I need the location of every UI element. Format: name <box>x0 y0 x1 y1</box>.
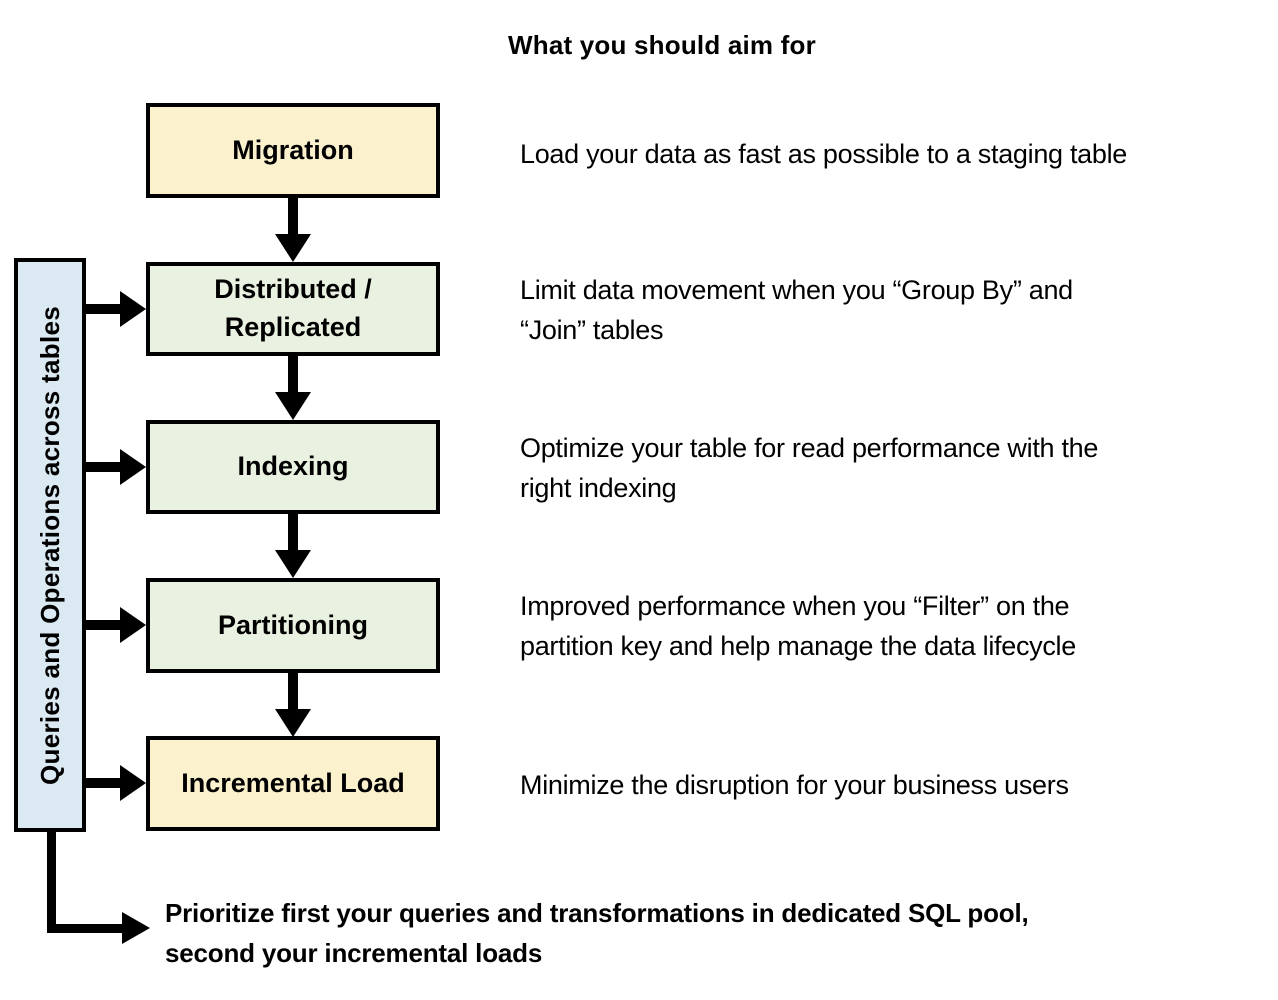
arrow-head <box>275 234 311 262</box>
arrow-stem <box>85 620 122 630</box>
arrow-right-band-to-indexing-icon <box>85 449 146 485</box>
arrow-right-band-to-incremental-icon <box>85 765 146 801</box>
arrow-head <box>275 392 311 420</box>
arrow-stem <box>288 514 298 552</box>
box-indexing-label: Indexing <box>237 451 349 482</box>
description-incremental-load: Minimize the disruption for your busines… <box>520 770 1069 800</box>
arrow-stem <box>288 673 298 711</box>
box-indexing: Indexing <box>146 420 440 514</box>
queries-operations-band-label: Queries and Operations across tables <box>34 305 65 785</box>
arrow-stem <box>85 778 122 788</box>
queries-operations-band: Queries and Operations across tables <box>14 258 86 832</box>
arrow-stem <box>288 356 298 394</box>
arrow-right-band-to-partitioning-icon <box>85 607 146 643</box>
arrow-head <box>120 449 146 485</box>
elbow-arrow-head-icon <box>122 912 150 944</box>
box-partitioning: Partitioning <box>146 578 440 673</box>
box-partitioning-label: Partitioning <box>218 609 368 640</box>
diagram-title: What you should aim for <box>508 30 816 60</box>
box-distributed-replicated: Distributed / Replicated <box>146 262 440 356</box>
box-incremental-load: Incremental Load <box>146 736 440 831</box>
arrow-head <box>120 291 146 327</box>
arrow-head <box>275 550 311 578</box>
arrow-down-indexing-to-partitioning-icon <box>275 514 311 578</box>
arrow-down-partitioning-to-incremental-icon <box>275 673 311 737</box>
box-migration: Migration <box>146 103 440 198</box>
box-migration-label: Migration <box>232 134 354 165</box>
description-indexing: Optimize your table for read performance… <box>520 433 1099 503</box>
footer-priority-note: Prioritize first your queries and transf… <box>165 898 1029 968</box>
arrow-head <box>120 607 146 643</box>
elbow-arrow-vertical-segment <box>47 830 56 929</box>
description-migration: Load your data as fast as possible to a … <box>520 139 1128 169</box>
arrow-right-band-to-distributed-icon <box>85 291 146 327</box>
arrow-stem <box>288 198 298 236</box>
arrow-down-distributed-to-indexing-icon <box>275 356 311 420</box>
box-incremental-load-label: Incremental Load <box>181 767 405 798</box>
arrow-down-migration-to-distributed-icon <box>275 198 311 262</box>
arrow-head <box>275 709 311 737</box>
description-partitioning: Improved performance when you “Filter” o… <box>520 591 1076 661</box>
arrow-stem <box>85 304 122 314</box>
elbow-arrow-horizontal-segment <box>47 924 122 933</box>
description-distributed-replicated: Limit data movement when you “Group By” … <box>520 275 1073 345</box>
box-distributed-replicated-label: Distributed / Replicated <box>214 274 372 342</box>
arrow-stem <box>85 462 122 472</box>
arrow-head <box>120 765 146 801</box>
